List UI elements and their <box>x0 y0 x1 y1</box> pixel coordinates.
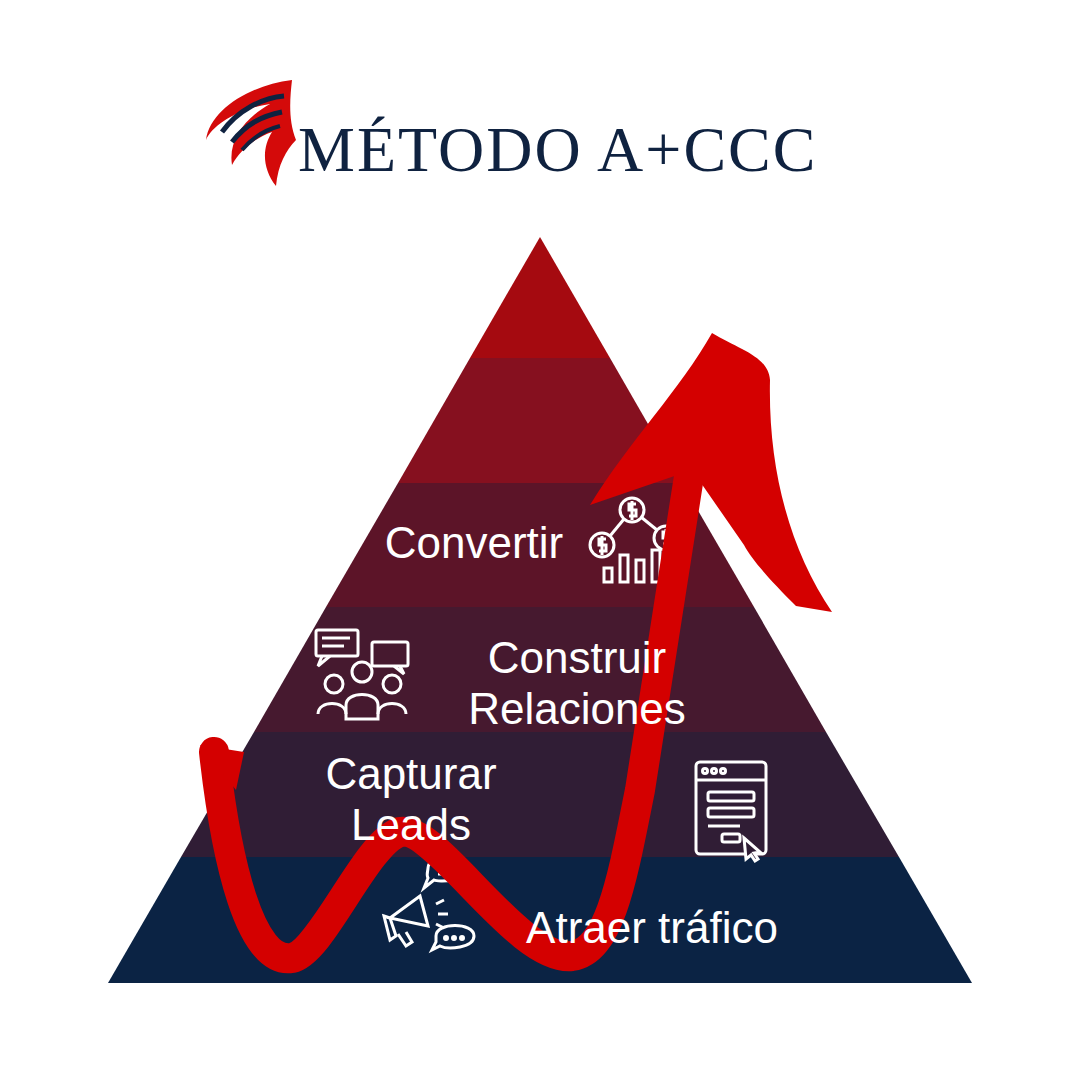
band-label-text: Atraer tráfico <box>498 903 806 954</box>
title-text: MÉTODO A+CCC <box>298 104 817 196</box>
pyramid-band-label: Atraer tráfico <box>492 899 812 958</box>
form-icon <box>696 762 766 861</box>
band-label-text: Convertir <box>360 518 588 569</box>
pyramid-bands <box>108 237 972 983</box>
rocket-logo <box>206 80 296 186</box>
band-label-text: Capturar Leads <box>302 749 520 850</box>
growth-arrow <box>200 333 832 958</box>
people-icon <box>316 630 408 719</box>
pyramid-band-label: Capturar Leads <box>296 745 526 854</box>
band-label-text: Construir Relaciones <box>448 633 706 734</box>
pyramid-band-label: Convertir <box>354 514 594 573</box>
pyramid-band-label: Construir Relaciones <box>442 629 712 738</box>
